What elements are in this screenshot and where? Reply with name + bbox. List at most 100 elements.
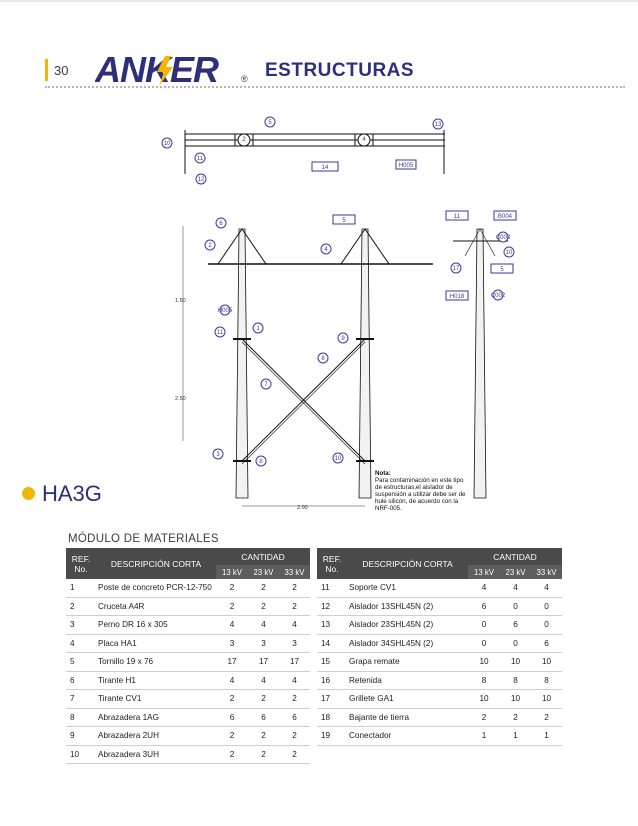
cell-desc: Soporte CV1 [347,579,468,598]
cell-kv33: 2 [531,708,562,727]
header-divider [45,86,625,88]
cell-desc: Abrazadera 2UH [96,726,216,746]
header-23kv: 23 kV [248,565,279,579]
header-33kv: 33 kV [531,565,562,579]
cell-kv33: 4 [279,615,310,635]
callout-label: 10 [506,250,513,256]
cell-desc: Grillete GA1 [347,689,468,709]
header-desc: DESCRIPCIÓN CORTA [347,548,468,579]
cell-ref: 2 [66,597,96,616]
callout-label: B004 [498,214,513,220]
materials-title: MÓDULO DE MATERIALES [68,533,219,545]
cell-kv23: 6 [248,708,279,727]
cell-kv13: 17 [216,652,248,672]
cell-kv13: 10 [468,652,500,672]
section-title: ESTRUCTURAS [265,60,415,81]
cell-kv23: 8 [500,671,531,690]
structure-bullet [22,487,35,500]
callout-label: 17 [453,266,460,272]
callout-label: 7 [264,382,268,388]
cell-kv33: 8 [531,671,562,690]
cell-kv13: 0 [468,634,500,653]
callout-label: 2 [208,243,212,249]
cell-kv13: 8 [468,671,500,690]
cell-desc: Aislador 23SHL45N (2) [347,615,468,635]
cell-ref: 15 [317,652,347,672]
cell-kv23: 6 [500,615,531,635]
cell-kv23: 4 [500,579,531,598]
top-border [0,0,638,2]
cell-desc: Tirante H1 [96,671,216,690]
header-qty: CANTIDAD [216,548,310,565]
cell-kv23: 2 [248,726,279,746]
callout-label: 14 [322,165,329,171]
cell-kv33: 10 [531,689,562,709]
cell-desc: Perno DR 16 x 305 [96,615,216,635]
cell-kv33: 2 [279,597,310,616]
drawing-note: Nota: Para contaminación en este tipo de… [375,470,470,512]
cell-kv13: 2 [216,745,248,764]
cell-ref: 12 [317,597,347,616]
cell-ref: 8 [66,708,96,727]
structure-name: HA3G [42,481,102,506]
header-desc: DESCRIPCIÓN CORTA [96,548,216,579]
cell-kv23: 2 [500,708,531,727]
cell-kv33: 6 [279,708,310,727]
callout-label: 5 [342,218,346,224]
cell-kv33: 2 [279,689,310,709]
callout-label: C003 [496,235,511,241]
cell-kv23: 2 [248,597,279,616]
cell-kv13: 2 [468,708,500,727]
cell-desc: Grapa remate [347,652,468,672]
cell-desc: Abrazadera 1AG [96,708,216,727]
cell-kv33: 0 [531,597,562,616]
callout-label: 3 [216,452,220,458]
cell-ref: 10 [66,745,96,764]
cell-kv23: 4 [248,615,279,635]
cell-desc: Tirante CV1 [96,689,216,709]
callout-label: 2 [242,137,246,143]
callout-label: 5 [268,120,272,126]
cell-ref: 14 [317,634,347,653]
callout-label: 13 [435,122,442,128]
cell-kv13: 4 [216,615,248,635]
callout-label: 10 [335,456,342,462]
cell-kv33: 6 [531,634,562,653]
cell-kv13: 4 [468,579,500,598]
cell-kv23: 2 [248,745,279,764]
top-view [161,116,445,185]
cell-kv13: 2 [216,689,248,709]
cell-kv33: 1 [531,726,562,746]
svg-text:®: ® [241,74,248,84]
cell-kv23: 0 [500,597,531,616]
callout-label: 11 [454,214,461,220]
page-number-bar [45,59,48,81]
callout-label: 12 [198,177,205,183]
cell-kv23: 3 [248,634,279,653]
callout-label: H005 [218,308,233,314]
cell-ref: 1 [66,579,96,598]
cell-ref: 5 [66,652,96,672]
callout-label: 8 [259,459,263,465]
materials-table-right: REF.No. DESCRIPCIÓN CORTA CANTIDAD 13 kV… [317,548,562,746]
cell-kv13: 1 [468,726,500,746]
cell-kv33: 2 [279,745,310,764]
cell-kv23: 17 [248,652,279,672]
cell-kv13: 2 [216,579,248,598]
cell-ref: 6 [66,671,96,690]
cell-ref: 11 [317,579,347,598]
note-text: Para contaminación en este tipo de estru… [375,477,466,512]
cell-kv33: 17 [279,652,310,672]
callout-label: 5 [500,267,504,273]
header-ref: REF.No. [66,548,96,579]
